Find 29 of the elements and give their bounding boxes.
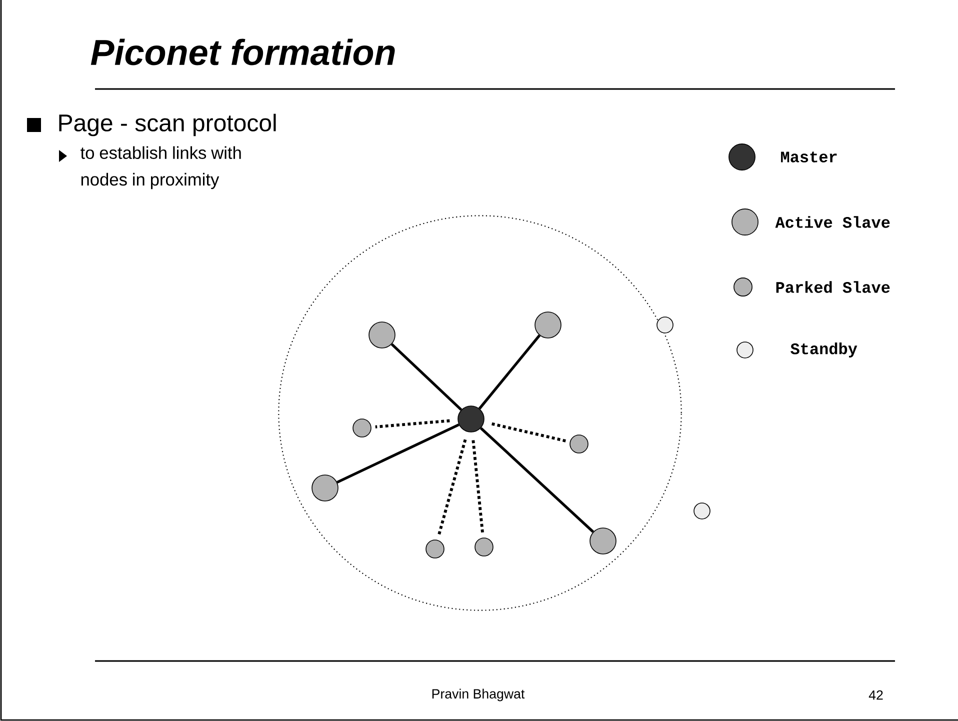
link-line bbox=[478, 334, 541, 410]
device-circle bbox=[368, 322, 396, 348]
dotted-link bbox=[437, 439, 467, 536]
dotted-link bbox=[375, 419, 450, 428]
link-line bbox=[390, 343, 462, 411]
device-circle bbox=[656, 316, 674, 334]
link-line bbox=[336, 424, 460, 484]
legend-label: Standby bbox=[790, 342, 858, 358]
legend-label: Active Slave bbox=[775, 216, 890, 228]
piconet-boundary bbox=[278, 215, 682, 611]
device-circle bbox=[570, 434, 588, 454]
device-circle bbox=[312, 474, 338, 502]
device-circle bbox=[426, 540, 444, 558]
device-circle bbox=[694, 502, 710, 520]
footer-text: Pravin Bhagwat bbox=[432, 688, 525, 702]
page-number: 42 bbox=[868, 690, 883, 700]
bullet-text: Page - scan protocol bbox=[59, 114, 276, 136]
legend-label: Parked Slave bbox=[776, 281, 890, 293]
legend-label: Master bbox=[781, 152, 837, 162]
device-circle bbox=[590, 528, 616, 554]
slide-title: Piconet formation bbox=[90, 38, 395, 66]
bullet-text: to establish links with nodes in proximity bbox=[80, 146, 241, 190]
link-line bbox=[480, 427, 594, 533]
dotted-link bbox=[492, 422, 566, 442]
device-circle bbox=[474, 538, 494, 556]
device-circle bbox=[534, 312, 562, 338]
device-circle bbox=[352, 418, 372, 438]
dotted-link bbox=[472, 440, 484, 534]
device-circle bbox=[458, 406, 484, 432]
